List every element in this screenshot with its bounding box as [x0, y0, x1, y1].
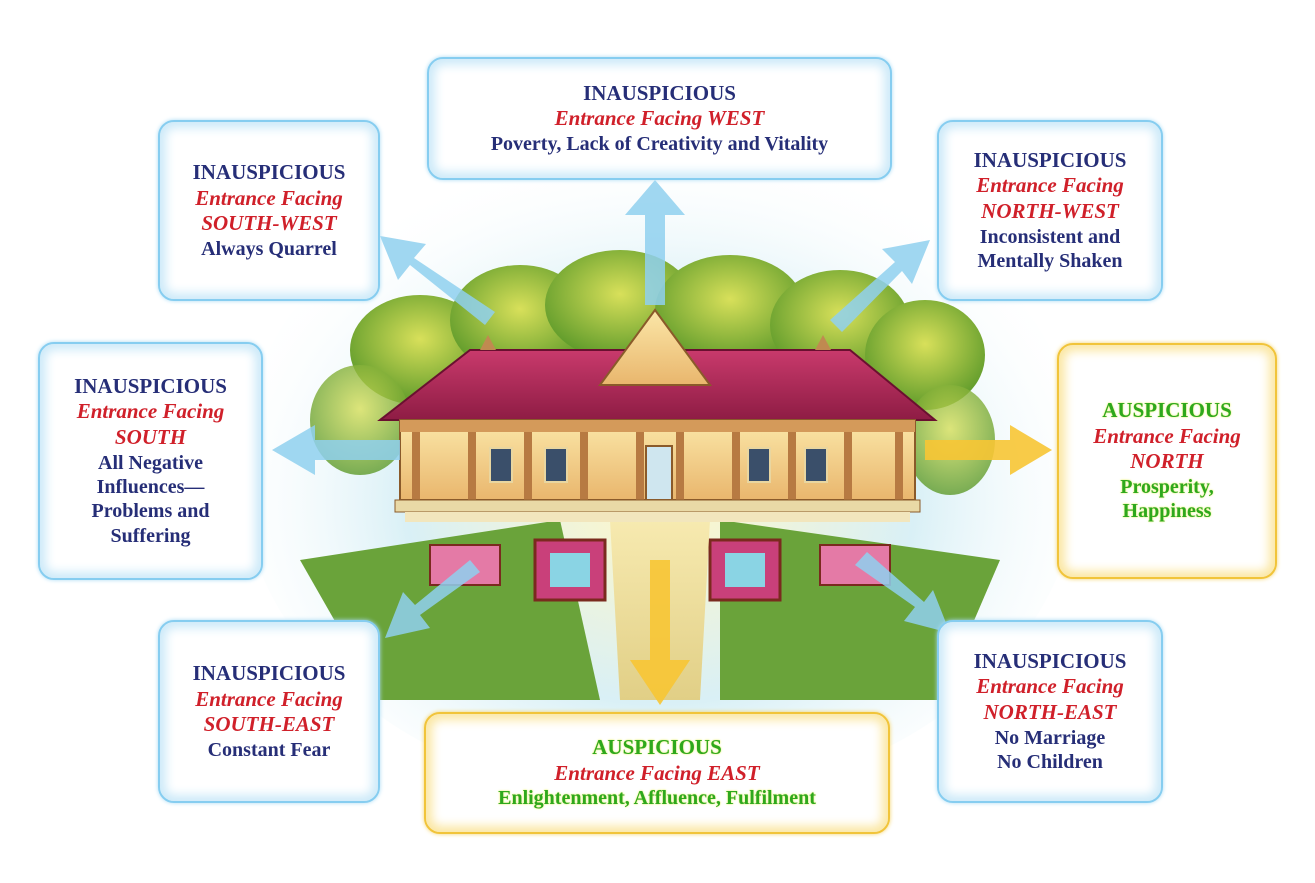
entrance-direction: Entrance Facing EAST: [554, 760, 760, 785]
entrance-direction: SOUTH-EAST: [203, 712, 335, 737]
entrance-line-1: Entrance Facing: [976, 173, 1124, 198]
card-north: AUSPICIOUS Entrance Facing NORTH Prosper…: [1057, 343, 1277, 579]
card-northeast: INAUSPICIOUS Entrance Facing NORTH-EAST …: [937, 620, 1163, 803]
effect-line-1: Prosperity,: [1120, 476, 1214, 499]
card-southeast: INAUSPICIOUS Entrance Facing SOUTH-EAST …: [158, 620, 380, 803]
effect-line-2: Mentally Shaken: [977, 249, 1123, 272]
effect-text: Constant Fear: [207, 738, 331, 761]
effect-line-1: All Negative: [98, 451, 203, 474]
status-label: AUSPICIOUS: [592, 735, 722, 760]
card-northwest: INAUSPICIOUS Entrance Facing NORTH-WEST …: [937, 120, 1163, 301]
effect-text: Poverty, Lack of Creativity and Vitality: [490, 132, 829, 155]
status-label: INAUSPICIOUS: [192, 660, 346, 685]
entrance-line-1: Entrance Facing: [195, 686, 343, 711]
arrow-west: [625, 180, 685, 305]
effect-text: Enlightenment, Affluence, Fulfilment: [498, 787, 816, 810]
arrow-southwest: [380, 236, 495, 325]
effect-text: Always Quarrel: [201, 237, 337, 260]
entrance-line-1: Entrance Facing: [195, 185, 343, 210]
entrance-direction: SOUTH-WEST: [201, 211, 337, 236]
entrance-direction: NORTH: [1130, 449, 1204, 474]
house: [377, 308, 938, 522]
arrow-southeast: [385, 560, 480, 638]
entrance-line-1: Entrance Facing: [1093, 423, 1241, 448]
arrow-east: [630, 560, 690, 705]
card-west: INAUSPICIOUS Entrance Facing WEST Povert…: [427, 57, 892, 180]
status-label: INAUSPICIOUS: [583, 80, 736, 105]
entrance-direction: NORTH-WEST: [981, 198, 1119, 223]
arrow-south: [272, 425, 400, 475]
card-south: INAUSPICIOUS Entrance Facing SOUTH All N…: [38, 342, 263, 580]
status-label: INAUSPICIOUS: [74, 373, 227, 398]
direction-arrows: [272, 180, 1052, 705]
effect-line-4: Suffering: [110, 524, 191, 547]
entrance-direction: SOUTH: [114, 425, 187, 450]
status-label: AUSPICIOUS: [1102, 398, 1232, 423]
arrow-northeast: [855, 552, 950, 633]
entrance-line-1: Entrance Facing: [976, 674, 1124, 699]
effect-line-1: Inconsistent and: [979, 225, 1121, 248]
card-southwest: INAUSPICIOUS Entrance Facing SOUTH-WEST …: [158, 120, 380, 301]
entrance-direction: NORTH-EAST: [983, 699, 1117, 724]
card-east: AUSPICIOUS Entrance Facing EAST Enlighte…: [424, 712, 890, 834]
status-label: INAUSPICIOUS: [973, 648, 1127, 673]
entrance-line-1: Entrance Facing: [76, 399, 225, 424]
effect-line-2: Happiness: [1122, 500, 1212, 523]
arrow-northwest: [830, 240, 930, 332]
arrow-north: [925, 425, 1052, 475]
effect-line-2: No Children: [997, 750, 1103, 773]
effect-line-1: No Marriage: [994, 726, 1106, 749]
effect-line-3: Problems and: [91, 500, 210, 523]
status-label: INAUSPICIOUS: [192, 159, 346, 184]
entrance-direction: Entrance Facing WEST: [554, 106, 765, 131]
effect-line-2: Influences—: [96, 476, 205, 499]
status-label: INAUSPICIOUS: [973, 147, 1127, 172]
